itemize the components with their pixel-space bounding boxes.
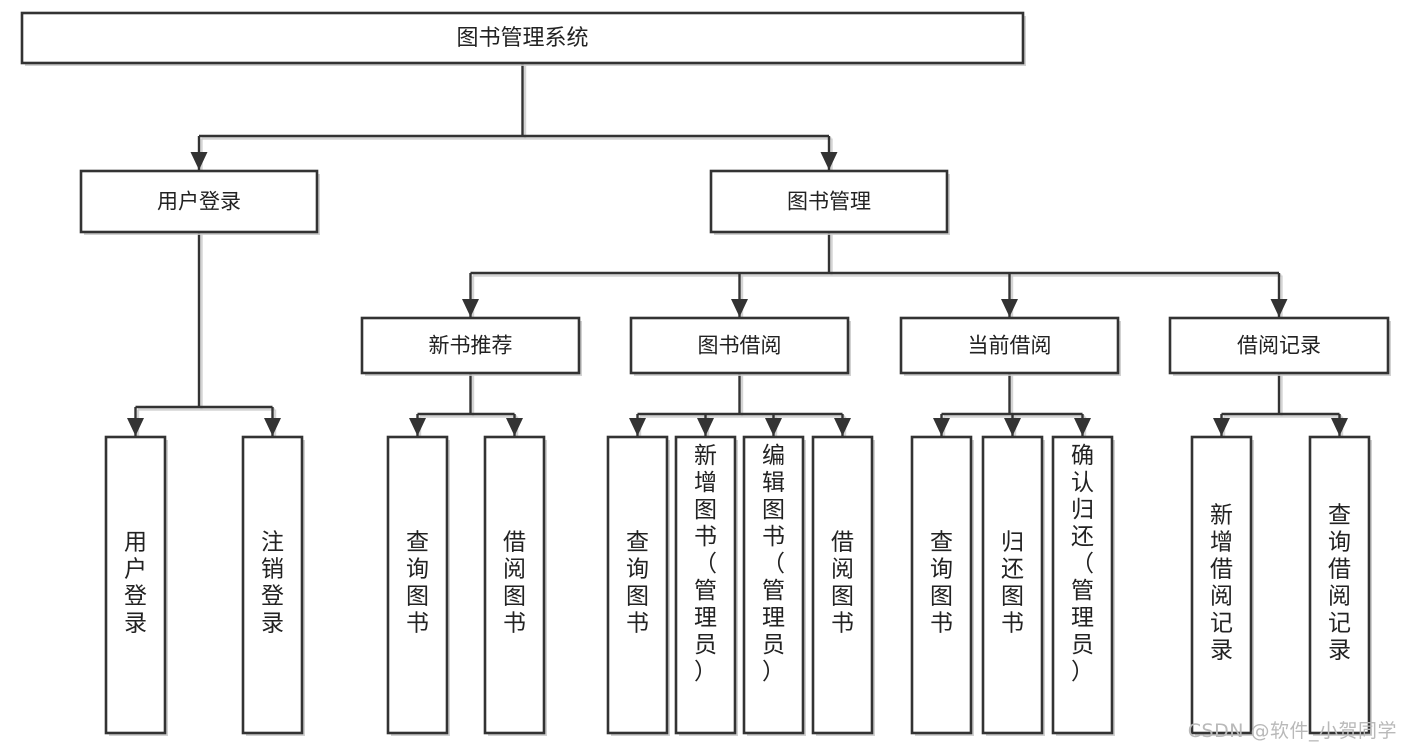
- node-label: 借阅记录: [1237, 334, 1321, 358]
- borrow-record-to-leaves-arrow-0: [1213, 418, 1230, 436]
- node-box[interactable]: [104, 435, 167, 735]
- leaf-label: 新增借阅记录: [1210, 503, 1233, 664]
- node-box[interactable]: [709, 169, 949, 234]
- leaf-label: 归还图书: [1001, 530, 1024, 637]
- node-box[interactable]: [360, 316, 581, 375]
- node-box[interactable]: [606, 435, 669, 735]
- node-leaf-add-book[interactable]: 新增图书（管理员）: [674, 435, 738, 736]
- connectors-layer: [127, 63, 1348, 439]
- node-leaf-query-book-2[interactable]: 查询图书: [606, 435, 670, 736]
- node-user-login[interactable]: 用户登录: [79, 169, 320, 235]
- book-borrow-to-leaves-arrow-0: [629, 418, 646, 436]
- leaf-label: 新增图书（管理员）: [694, 443, 717, 685]
- user-login-to-leaves-arrow-0: [127, 418, 144, 436]
- leaf-label: 确认归还（管理员）: [1071, 443, 1094, 685]
- new-book-recommend-to-leaves-arrow-0: [409, 418, 426, 436]
- node-label: 新书推荐: [429, 334, 513, 358]
- leaf-label: 查询图书: [626, 530, 649, 637]
- leaf-label: 查询图书: [930, 530, 953, 637]
- node-box[interactable]: [629, 316, 850, 375]
- node-box[interactable]: [742, 435, 805, 735]
- node-leaf-edit-book[interactable]: 编辑图书（管理员）: [742, 435, 806, 736]
- node-box[interactable]: [1190, 435, 1253, 735]
- current-borrow-to-leaves-arrow-2: [1074, 418, 1091, 436]
- current-borrow-to-leaves-arrow-1: [1004, 418, 1021, 436]
- current-borrow-to-leaves-arrow-0: [933, 418, 950, 436]
- node-leaf-add-record[interactable]: 新增借阅记录: [1190, 435, 1254, 736]
- borrow-record-to-leaves-arrow-1: [1331, 418, 1348, 436]
- node-leaf-borrow-book-2[interactable]: 借阅图书: [811, 435, 875, 736]
- book-manage-to-level3-arrow-0: [462, 299, 479, 317]
- node-box[interactable]: [910, 435, 973, 735]
- leaf-label: 用户登录: [124, 530, 147, 637]
- book-borrow-to-leaves-arrow-1: [697, 418, 714, 436]
- node-new-book-recommend[interactable]: 新书推荐: [360, 316, 582, 376]
- node-label: 用户登录: [157, 190, 241, 214]
- node-book-borrow[interactable]: 图书借阅: [629, 316, 851, 376]
- node-root-book-management-system[interactable]: 图书管理系统: [20, 11, 1026, 66]
- node-label: 图书管理: [787, 190, 871, 214]
- node-leaf-query-record[interactable]: 查询借阅记录: [1308, 435, 1372, 736]
- book-manage-to-level3-arrow-1: [731, 299, 748, 317]
- new-book-recommend-to-leaves-arrow-1: [506, 418, 523, 436]
- node-box[interactable]: [20, 11, 1025, 65]
- leaf-label: 借阅图书: [503, 530, 526, 637]
- leaf-label: 查询借阅记录: [1328, 503, 1351, 664]
- leaf-label: 查询图书: [406, 530, 429, 637]
- root-to-level2-arrow-0: [190, 152, 208, 170]
- node-box[interactable]: [386, 435, 449, 735]
- node-box[interactable]: [674, 435, 737, 735]
- node-box[interactable]: [1168, 316, 1390, 375]
- node-book-manage[interactable]: 图书管理: [709, 169, 950, 235]
- node-box[interactable]: [1308, 435, 1371, 735]
- node-leaf-return-book[interactable]: 归还图书: [981, 435, 1045, 736]
- user-login-to-leaves-arrow-1: [264, 418, 281, 436]
- node-leaf-user-login[interactable]: 用户登录: [104, 435, 168, 736]
- boxes-layer: 图书管理系统用户登录图书管理新书推荐图书借阅当前借阅借阅记录用户登录注销登录查询…: [20, 11, 1391, 736]
- node-leaf-confirm-return[interactable]: 确认归还（管理员）: [1051, 435, 1115, 736]
- node-leaf-borrow-book-1[interactable]: 借阅图书: [483, 435, 547, 736]
- node-label: 图书管理系统: [456, 26, 588, 51]
- root-to-level2-arrow-1: [820, 152, 838, 170]
- node-box[interactable]: [981, 435, 1044, 735]
- watermark-text: CSDN @软件_小贺同学: [1187, 720, 1397, 742]
- leaf-label: 编辑图书（管理员）: [762, 443, 785, 685]
- node-leaf-query-book-3[interactable]: 查询图书: [910, 435, 974, 736]
- leaf-label: 借阅图书: [831, 530, 854, 637]
- node-box[interactable]: [1051, 435, 1114, 735]
- node-label: 图书借阅: [698, 334, 782, 358]
- node-label: 当前借阅: [968, 334, 1052, 358]
- book-borrow-to-leaves-arrow-3: [834, 418, 851, 436]
- node-box[interactable]: [899, 316, 1120, 375]
- node-box[interactable]: [79, 169, 319, 234]
- node-box[interactable]: [241, 435, 304, 735]
- leaf-label: 注销登录: [261, 530, 284, 637]
- node-leaf-logout[interactable]: 注销登录: [241, 435, 305, 736]
- node-box[interactable]: [483, 435, 546, 735]
- node-borrow-record[interactable]: 借阅记录: [1168, 316, 1391, 376]
- node-current-borrow[interactable]: 当前借阅: [899, 316, 1121, 376]
- book-borrow-to-leaves-arrow-2: [765, 418, 782, 436]
- node-box[interactable]: [811, 435, 874, 735]
- node-leaf-query-book-1[interactable]: 查询图书: [386, 435, 450, 736]
- book-manage-to-level3-arrow-2: [1001, 299, 1018, 317]
- book-manage-to-level3-arrow-3: [1270, 299, 1288, 317]
